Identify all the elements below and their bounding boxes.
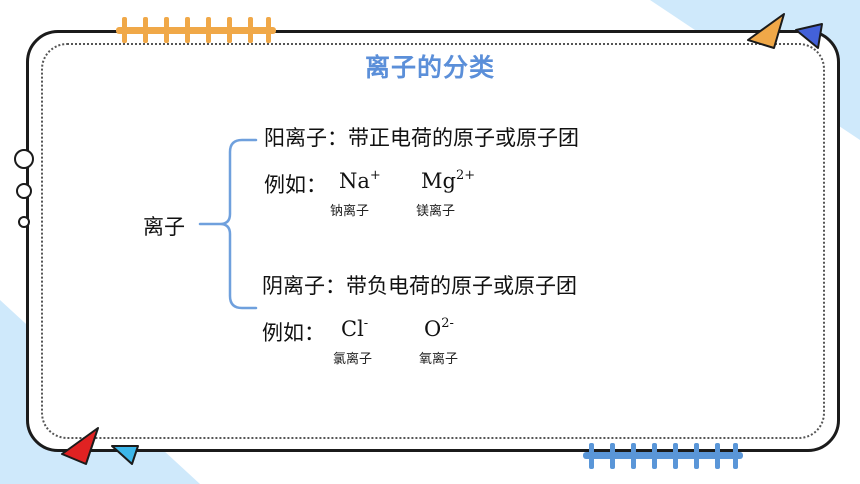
binder-ring-3 (18, 216, 30, 228)
ion-symbol: Na (339, 169, 370, 193)
ion-symbol: Cl (341, 317, 364, 341)
cyan-triangle-icon (111, 445, 139, 465)
ion-name-chloride: 氯离子 (333, 352, 373, 367)
ion-charge: + (369, 168, 381, 183)
ion-charge: 2- (441, 316, 454, 331)
ion-name-oxide: 氧离子 (419, 352, 459, 367)
binder-ring-1 (14, 149, 34, 169)
ion-symbol: O (424, 317, 442, 341)
blue-ruler-decoration (583, 443, 743, 469)
red-triangle-icon (61, 427, 99, 465)
ion-symbol: Mg (421, 169, 456, 193)
ion-charge: 2+ (455, 168, 476, 183)
ion-name-magnesium: 镁离子 (416, 204, 456, 219)
cation-definition: 阳离子：带正电荷的原子或原子团 (264, 126, 579, 150)
root-label: 离子 (143, 215, 185, 239)
ion-sodium: Na+ (339, 168, 381, 193)
binder-ring-2 (16, 183, 32, 199)
ion-charge: - (363, 316, 369, 331)
curly-brace (198, 138, 258, 310)
indigo-triangle-icon (795, 23, 823, 49)
ion-name-sodium: 钠离子 (330, 204, 370, 219)
orange-ruler-decoration (116, 17, 276, 43)
anion-example-label: 例如： (262, 321, 325, 345)
ion-magnesium: Mg2+ (421, 168, 476, 193)
ion-chloride: Cl- (341, 316, 369, 341)
ion-oxide: O2- (424, 316, 454, 341)
anion-definition: 阴离子：带负电荷的原子或原子团 (262, 274, 577, 298)
cation-example-label: 例如： (264, 173, 327, 197)
page-title: 离子的分类 (364, 53, 495, 82)
orange-triangle-icon (747, 13, 785, 49)
content-card (26, 30, 840, 452)
card-dotted-border (41, 43, 825, 439)
